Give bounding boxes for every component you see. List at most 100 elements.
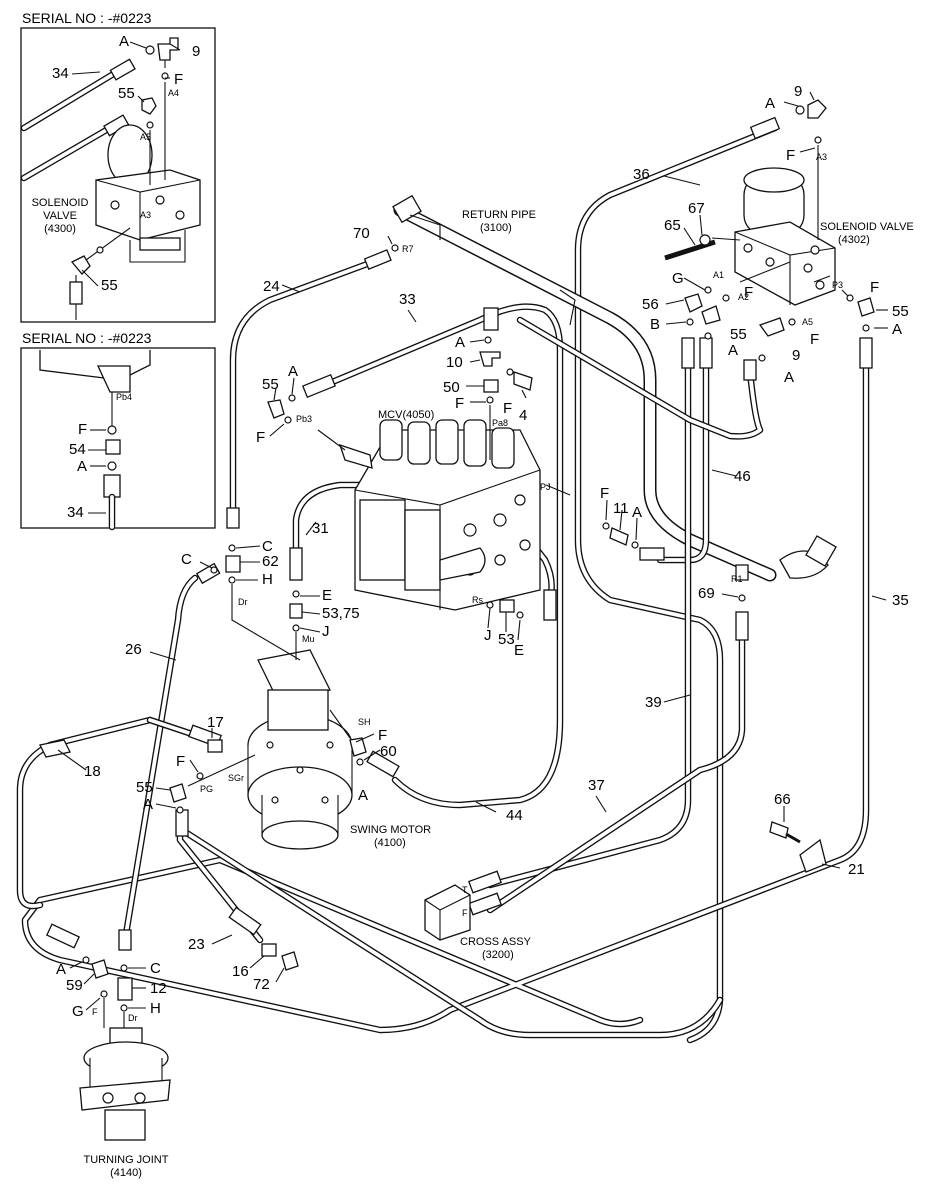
part-26: 26 xyxy=(125,641,142,658)
part-11: 11 xyxy=(613,500,629,517)
swing-motor-label-1: SWING MOTOR xyxy=(350,824,431,836)
letter-f-7: F xyxy=(256,429,265,446)
solenoid-4302-label-1: SOLENOID VALVE xyxy=(820,221,914,233)
part-17: 17 xyxy=(207,714,224,731)
part-37: 37 xyxy=(588,777,605,794)
letter-j-1: J xyxy=(322,623,330,640)
letter-e-1: E xyxy=(322,587,332,604)
hose-lines xyxy=(16,124,870,1044)
letter-g-2: G xyxy=(72,1003,84,1020)
letter-a-4: A xyxy=(784,369,794,386)
letter-a-6: A xyxy=(288,363,298,380)
part-36: 36 xyxy=(633,166,650,183)
port-pa8: Pa8 xyxy=(492,418,508,428)
solenoid-valve-4302: SOLENOID VALVE (4302) xyxy=(734,167,914,306)
letter-f-6: F xyxy=(503,400,512,417)
swing-motor-4100: SWING MOTOR (4100) xyxy=(247,649,431,850)
part-56: 56 xyxy=(642,296,659,313)
part-9-right: 9 xyxy=(794,83,802,100)
letter-f-2: F xyxy=(744,284,753,301)
letter-a-9: A xyxy=(143,796,153,813)
port-a3-inset: A3 xyxy=(140,210,151,220)
part-53: 53 xyxy=(498,631,515,648)
letter-j-2: J xyxy=(484,627,492,644)
letter-f-4: F xyxy=(810,331,819,348)
inset-bottom: SERIAL NO : -#0223 Pb4 F 54 A 34 xyxy=(20,330,216,531)
port-dr-1: Dr xyxy=(238,597,248,607)
letter-h-1: H xyxy=(262,571,273,588)
part-10: 10 xyxy=(446,354,463,371)
inset-solenoid-line2: VALVE xyxy=(43,210,77,222)
letter-b: B xyxy=(650,316,660,333)
port-a1: A1 xyxy=(713,270,724,280)
part-62: 62 xyxy=(262,553,279,570)
inset-b-letter-a: A xyxy=(77,458,87,475)
part-55-mid: 55 xyxy=(730,326,747,343)
letter-a-7: A xyxy=(632,504,642,521)
port-mu: Mu xyxy=(302,634,315,644)
solenoid-4302-label-2: (4302) xyxy=(838,234,870,246)
letter-f-9: F xyxy=(378,727,387,744)
letter-h-2: H xyxy=(150,1000,161,1017)
port-pb3: Pb3 xyxy=(296,414,312,424)
inset-solenoid-line3: (4300) xyxy=(44,223,76,235)
letter-f-1: F xyxy=(786,147,795,164)
letter-a-8: A xyxy=(358,787,368,804)
part-53-75: 53,75 xyxy=(322,605,360,622)
turning-joint-label-2: (4140) xyxy=(110,1167,142,1179)
part-55-right: 55 xyxy=(892,303,909,320)
letter-a-2: A xyxy=(892,321,902,338)
part-65: 65 xyxy=(664,217,681,234)
letter-f-5: F xyxy=(455,395,464,412)
cross-assy-label-2: (3200) xyxy=(482,949,514,961)
letter-c-3: C xyxy=(150,960,161,977)
part-23: 23 xyxy=(188,936,205,953)
port-f: F xyxy=(462,908,468,918)
port-a2: A2 xyxy=(738,292,749,302)
part-18: 18 xyxy=(84,763,101,780)
letter-f-8: F xyxy=(600,485,609,502)
part-labels: 9 A 36 F A3 67 65 G A1 A2 F P3 F 55 A 56… xyxy=(56,83,909,1023)
port-a3: A3 xyxy=(816,152,827,162)
part-12: 12 xyxy=(150,980,167,997)
part-54-inset: 54 xyxy=(69,441,86,458)
port-r7: R7 xyxy=(402,244,414,254)
inset-solenoid-line1: SOLENOID xyxy=(32,197,89,209)
part-16: 16 xyxy=(232,963,249,980)
letter-a-10: A xyxy=(56,961,66,978)
part-66: 66 xyxy=(774,791,791,808)
inset-letter-a: A xyxy=(119,33,129,50)
part-34-inset-b: 34 xyxy=(67,504,84,521)
inset-letter-f: F xyxy=(174,71,183,88)
part-55-swing: 55 xyxy=(136,779,153,796)
mcv-label: MCV(4050) xyxy=(378,409,434,421)
swing-motor-label-2: (4100) xyxy=(374,837,406,849)
part-46: 46 xyxy=(734,468,751,485)
letter-g-1: G xyxy=(672,270,684,287)
part-72: 72 xyxy=(253,976,270,993)
port-sh: SH xyxy=(358,717,371,727)
part-69: 69 xyxy=(698,585,715,602)
part-55-inset-b: 55 xyxy=(101,277,118,294)
port-f-tj: F xyxy=(92,1007,98,1017)
return-pipe: RETURN PIPE (3100) xyxy=(392,194,576,326)
port-t: T xyxy=(462,885,468,895)
hose-crimps xyxy=(39,116,873,951)
turning-joint-4140: TURNING JOINT (4140) xyxy=(79,1027,171,1179)
letter-a-5: A xyxy=(455,334,465,351)
port-sgr: SGr xyxy=(228,773,244,783)
part-39: 39 xyxy=(645,694,662,711)
inset-bottom-header: SERIAL NO : -#0223 xyxy=(22,330,152,346)
part-34-inset: 34 xyxy=(52,65,69,82)
return-pipe-label-1: RETURN PIPE xyxy=(462,209,536,221)
letter-a-3: A xyxy=(728,342,738,359)
cross-assy-label-1: CROSS ASSY xyxy=(460,936,532,948)
part-24: 24 xyxy=(263,278,280,295)
part-33: 33 xyxy=(399,291,416,308)
part-59: 59 xyxy=(66,977,83,994)
port-pj: PJ xyxy=(540,482,551,492)
part-67: 67 xyxy=(688,200,705,217)
part-55-inset-a: 55 xyxy=(118,85,135,102)
